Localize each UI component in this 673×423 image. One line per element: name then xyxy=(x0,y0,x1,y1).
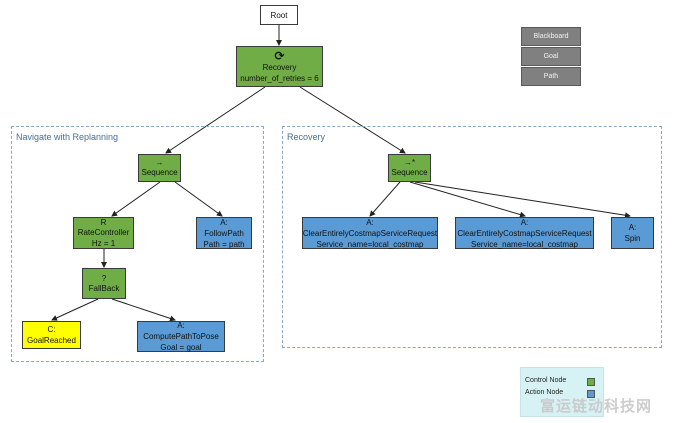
spin-label: Spin xyxy=(624,234,641,243)
rec-sequence-node: →* Sequence xyxy=(388,154,431,182)
edge-recseq-spin xyxy=(414,181,631,219)
spin-node: A: Spin xyxy=(611,217,654,249)
retry-icon: ⟳ xyxy=(274,48,285,63)
blackboard-title: Blackboard xyxy=(521,27,581,46)
root-label: Root xyxy=(270,10,288,20)
watermark: 富运链动科技网 xyxy=(540,397,653,415)
blackboard-goal: Goal xyxy=(521,47,581,66)
root-node: Root xyxy=(260,5,298,25)
clear1-param: Service_name=local_costmap xyxy=(316,239,424,249)
goal-reached-type: C: xyxy=(47,325,56,334)
recovery-node: ⟳ Recovery number_of_retries = 6 xyxy=(236,46,323,87)
spin-type: A: xyxy=(628,223,637,232)
clear-costmap-node-2: A: ClearEntirelyCostmapServiceRequest Se… xyxy=(455,217,594,249)
edge-fallback-compute xyxy=(111,298,176,322)
compute-path-type: A: xyxy=(177,321,185,330)
reactive-sequence-arrow-icon: →* xyxy=(403,158,416,167)
edge-recovery-navseq xyxy=(165,86,266,154)
legend-action-swatch xyxy=(587,390,595,398)
recovery-group xyxy=(282,126,662,348)
edge-navseq-rate xyxy=(111,181,161,217)
rate-controller-label: RateController xyxy=(77,227,130,237)
edge-recovery-recseq xyxy=(299,86,406,154)
clear1-label: ClearEntirelyCostmapServiceRequest xyxy=(302,228,438,238)
clear-costmap-node-1: A: ClearEntirelyCostmapServiceRequest Se… xyxy=(302,217,438,249)
edge-recseq-clear1 xyxy=(369,181,401,217)
recovery-label: Recovery xyxy=(262,62,297,72)
navigate-group-label: Navigate with Replanning xyxy=(16,132,119,142)
sequence-arrow-icon: → xyxy=(155,158,164,167)
clear2-type: A: xyxy=(520,217,529,227)
legend: Control Node Action Node xyxy=(520,367,604,417)
fallback-label: FallBack xyxy=(88,283,120,293)
compute-path-param: Goal = goal xyxy=(160,343,202,352)
legend-action-label: Action Node xyxy=(525,389,564,396)
compute-path-node: A: ComputePathToPose Goal = goal xyxy=(137,321,225,352)
nav-sequence-node: → Sequence xyxy=(138,154,181,182)
edge-recseq-clear2 xyxy=(409,181,526,218)
recovery-retries: number_of_retries = 6 xyxy=(240,73,319,83)
follow-path-type: A: xyxy=(220,217,228,227)
follow-path-label: FollowPath xyxy=(204,228,244,238)
fallback-node: ? FallBack xyxy=(82,268,126,299)
clear2-label: ClearEntirelyCostmapServiceRequest xyxy=(457,228,592,238)
edge-fallback-goal xyxy=(51,298,99,321)
rate-controller-node: R RateController Hz = 1 xyxy=(73,217,134,249)
recovery-group-label: Recovery xyxy=(287,132,326,142)
navigate-group xyxy=(11,126,264,362)
rec-sequence-label: Sequence xyxy=(391,168,428,177)
goal-reached-node: C: GoalReached xyxy=(22,321,81,349)
blackboard-path: Path xyxy=(521,67,581,86)
clear2-param: Service_name=local_costmap xyxy=(471,239,578,249)
follow-path-param: Path = path xyxy=(203,239,245,249)
goal-reached-label: GoalReached xyxy=(27,336,76,345)
follow-path-node: A: FollowPath Path = path xyxy=(196,217,252,249)
rate-controller-symbol: R xyxy=(100,217,107,227)
rate-controller-hz: Hz = 1 xyxy=(91,238,116,248)
legend-control-swatch xyxy=(587,378,595,386)
fallback-question-icon: ? xyxy=(101,273,107,283)
compute-path-label: ComputePathToPose xyxy=(143,332,219,341)
clear1-type: A: xyxy=(366,217,374,227)
nav-sequence-label: Sequence xyxy=(141,168,178,177)
legend-control-label: Control Node xyxy=(525,377,567,384)
edge-navseq-follow xyxy=(174,181,223,217)
